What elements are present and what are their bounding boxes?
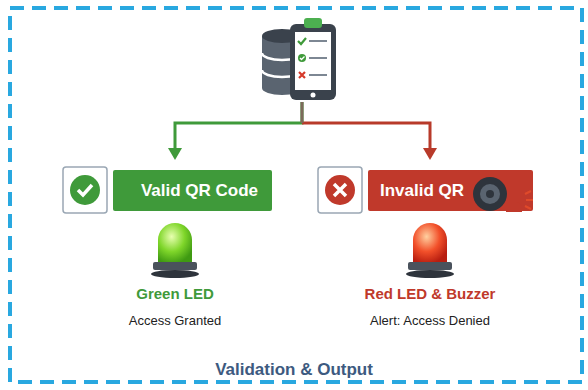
led-label: Green LED bbox=[136, 285, 214, 302]
diagram-title: Validation & Output bbox=[211, 360, 377, 380]
green-led bbox=[151, 223, 199, 278]
dashed-frame bbox=[10, 8, 582, 382]
buzzer-icon bbox=[470, 172, 536, 218]
result-banner: Valid QR Code bbox=[113, 170, 272, 211]
banner-text: Invalid QR bbox=[380, 181, 464, 201]
red-led bbox=[406, 223, 454, 278]
status-text: Access Granted bbox=[129, 313, 222, 328]
cross-icon bbox=[318, 167, 362, 213]
banner-text: Valid QR Code bbox=[141, 181, 258, 201]
led-label: Red LED & Buzzer bbox=[365, 285, 496, 302]
clipboard-device-icon bbox=[290, 18, 336, 100]
branch-arrows bbox=[168, 102, 437, 160]
status-text: Alert: Access Denied bbox=[370, 313, 490, 328]
check-icon bbox=[63, 167, 107, 213]
